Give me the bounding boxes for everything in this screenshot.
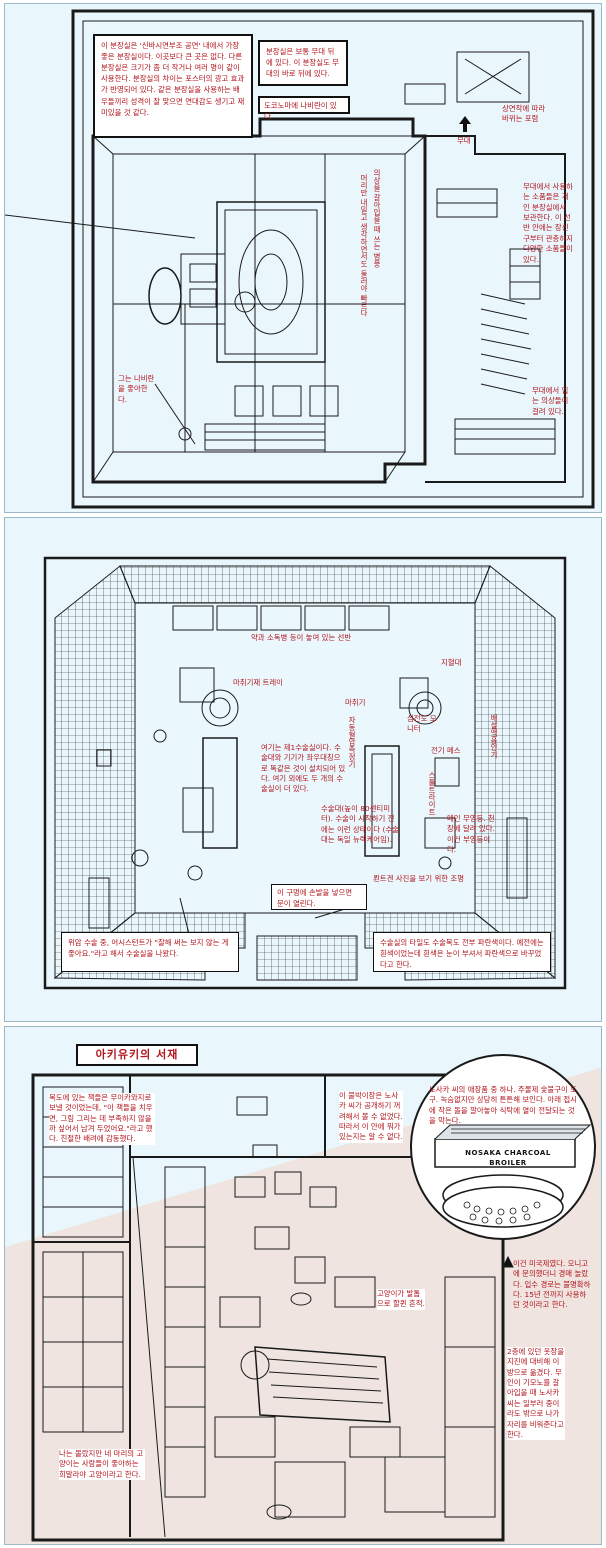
note-best-dressing-room: 이 분장실은 '신바시연부조 공연' 내에서 가장 좋은 분장실이다. 이곳보다… <box>93 34 253 138</box>
note-tokonoma: 도코노마에 나비란이 있다. <box>258 96 350 121</box>
note-behind-stage: 분장실은 보통 무대 뒤에 있다. 이 분장실도 무대의 바로 뒤에 있다. <box>258 40 348 86</box>
label-stage: 무대 <box>457 136 471 145</box>
broiler-brand: NOSAKA CHARCOAL BROILER <box>465 1149 551 1167</box>
label-american-made: 이건 미국제였다. 오니고에 문의했더니 경매 놀랐다. 입수 경로는 불명확하… <box>513 1259 591 1310</box>
label-wardrobe: 2층에 있던 옷장을 지진에 대비해 이 방으로 옮겼다. 무인이 기모노를 갈… <box>507 1347 565 1441</box>
label-curtain: 상연작에 따라 바뀌는 포렴 <box>502 104 546 124</box>
label-quick-change: 머리만 내밀고 생각하면서도 둘러야 빠르다 <box>359 174 369 317</box>
note-blue-tiles: 수술실의 타일도 수술복도 전부 파란색이다. 예전에는 흰색이었는데 흰색은 … <box>373 932 551 972</box>
section-title: 아키유키의 서재 <box>76 1044 198 1066</box>
label-tourniquet: 지혈대 <box>441 658 462 667</box>
study-illustration <box>31 1054 596 1542</box>
label-main-light: 메인 무영등. 천장에 달려 있다. 이건 부영등이다. <box>447 814 495 855</box>
label-butterfly: 그는 나비란을 좋아한다. <box>118 374 155 404</box>
label-anesthesia-machine: 마취기 <box>345 698 366 707</box>
label-stool-light: 스툴트라이트 <box>427 771 437 816</box>
label-room-description: 여기는 제1수술실이다. 수술대와 기기가 좌우대칭으로 똑같은 것이 설치되어… <box>261 743 346 794</box>
label-electric-scalpel: 전기 메스 <box>431 746 461 755</box>
label-ecg-monitor: 심전도 모니터 <box>407 714 437 734</box>
dressing-room-illustration <box>5 9 595 509</box>
label-corridor-books: 복도에 있는 책들은 무이카와지로 보낼 것이었는데, "이 책들을 치우면, … <box>49 1093 155 1145</box>
note-door: 이 구멍에 손발을 넣으면 문이 열린다. <box>271 884 367 910</box>
label-costumes: 무대에서 입는 의상들이 걸려 있다. <box>532 386 569 416</box>
label-screen: 의상을 갈아입을 때 쓰는 병풍 <box>372 169 382 268</box>
label-auto-bp: 자동혈압측정기 <box>347 716 357 768</box>
label-operating-table: 수술대(높이 80센티미터). 수술이 시작하기 전에는 이런 상태이다 (수술… <box>321 804 399 845</box>
label-medicine-shelf: 약과 소독병 등이 놓여 있는 선반 <box>251 633 352 642</box>
panel-dressing-room: 이 분장실은 '신바시연부조 공연' 내에서 가장 좋은 분장실이다. 이곳보다… <box>4 3 602 513</box>
panel-operating-room: 약과 소독병 등이 놓여 있는 선반 마취기재 트레이 마취기 지혈대 심전도 … <box>4 517 602 1022</box>
label-closet: 이 불박이장은 노사카 씨가 공개하기 꺼려해서 볼 수 없었다. 따라서 이 … <box>339 1091 403 1143</box>
label-xray-viewer: 뢴트겐 사진을 보기 위한 조명 <box>373 874 464 883</box>
panel-study: 아키유키의 서재 복도에 있는 책들은 무이카와지로 보낼 것이었는데, "이 … <box>4 1026 602 1545</box>
note-assistant: 위암 수술 중, 어시스턴트가 "잘해 써는 보지 않는 게 좋아요."라고 해… <box>61 932 239 972</box>
label-cat-scratch: 고양이가 발톱으로 할퀸 흔적. <box>377 1289 425 1310</box>
label-suction: 배설액흡인기 <box>489 714 499 759</box>
label-himalayan-cats: 나는 몰랐지만 네 마리의 고양이는 사람들이 좋아하는 희말라야 고양이라고 … <box>59 1449 145 1481</box>
label-props-shelf: 무대에서 사용하는 소품들은 개인 분장실에서 보관한다. 이 선반 안에는 장… <box>523 182 573 264</box>
label-anesthesia-tray: 마취기재 트레이 <box>233 678 283 687</box>
label-charcoal-broiler: 노사카 씨의 애장품 중 하나. 주물제 숯불구이 도구. 녹슴없지만 상당히 … <box>429 1085 577 1126</box>
